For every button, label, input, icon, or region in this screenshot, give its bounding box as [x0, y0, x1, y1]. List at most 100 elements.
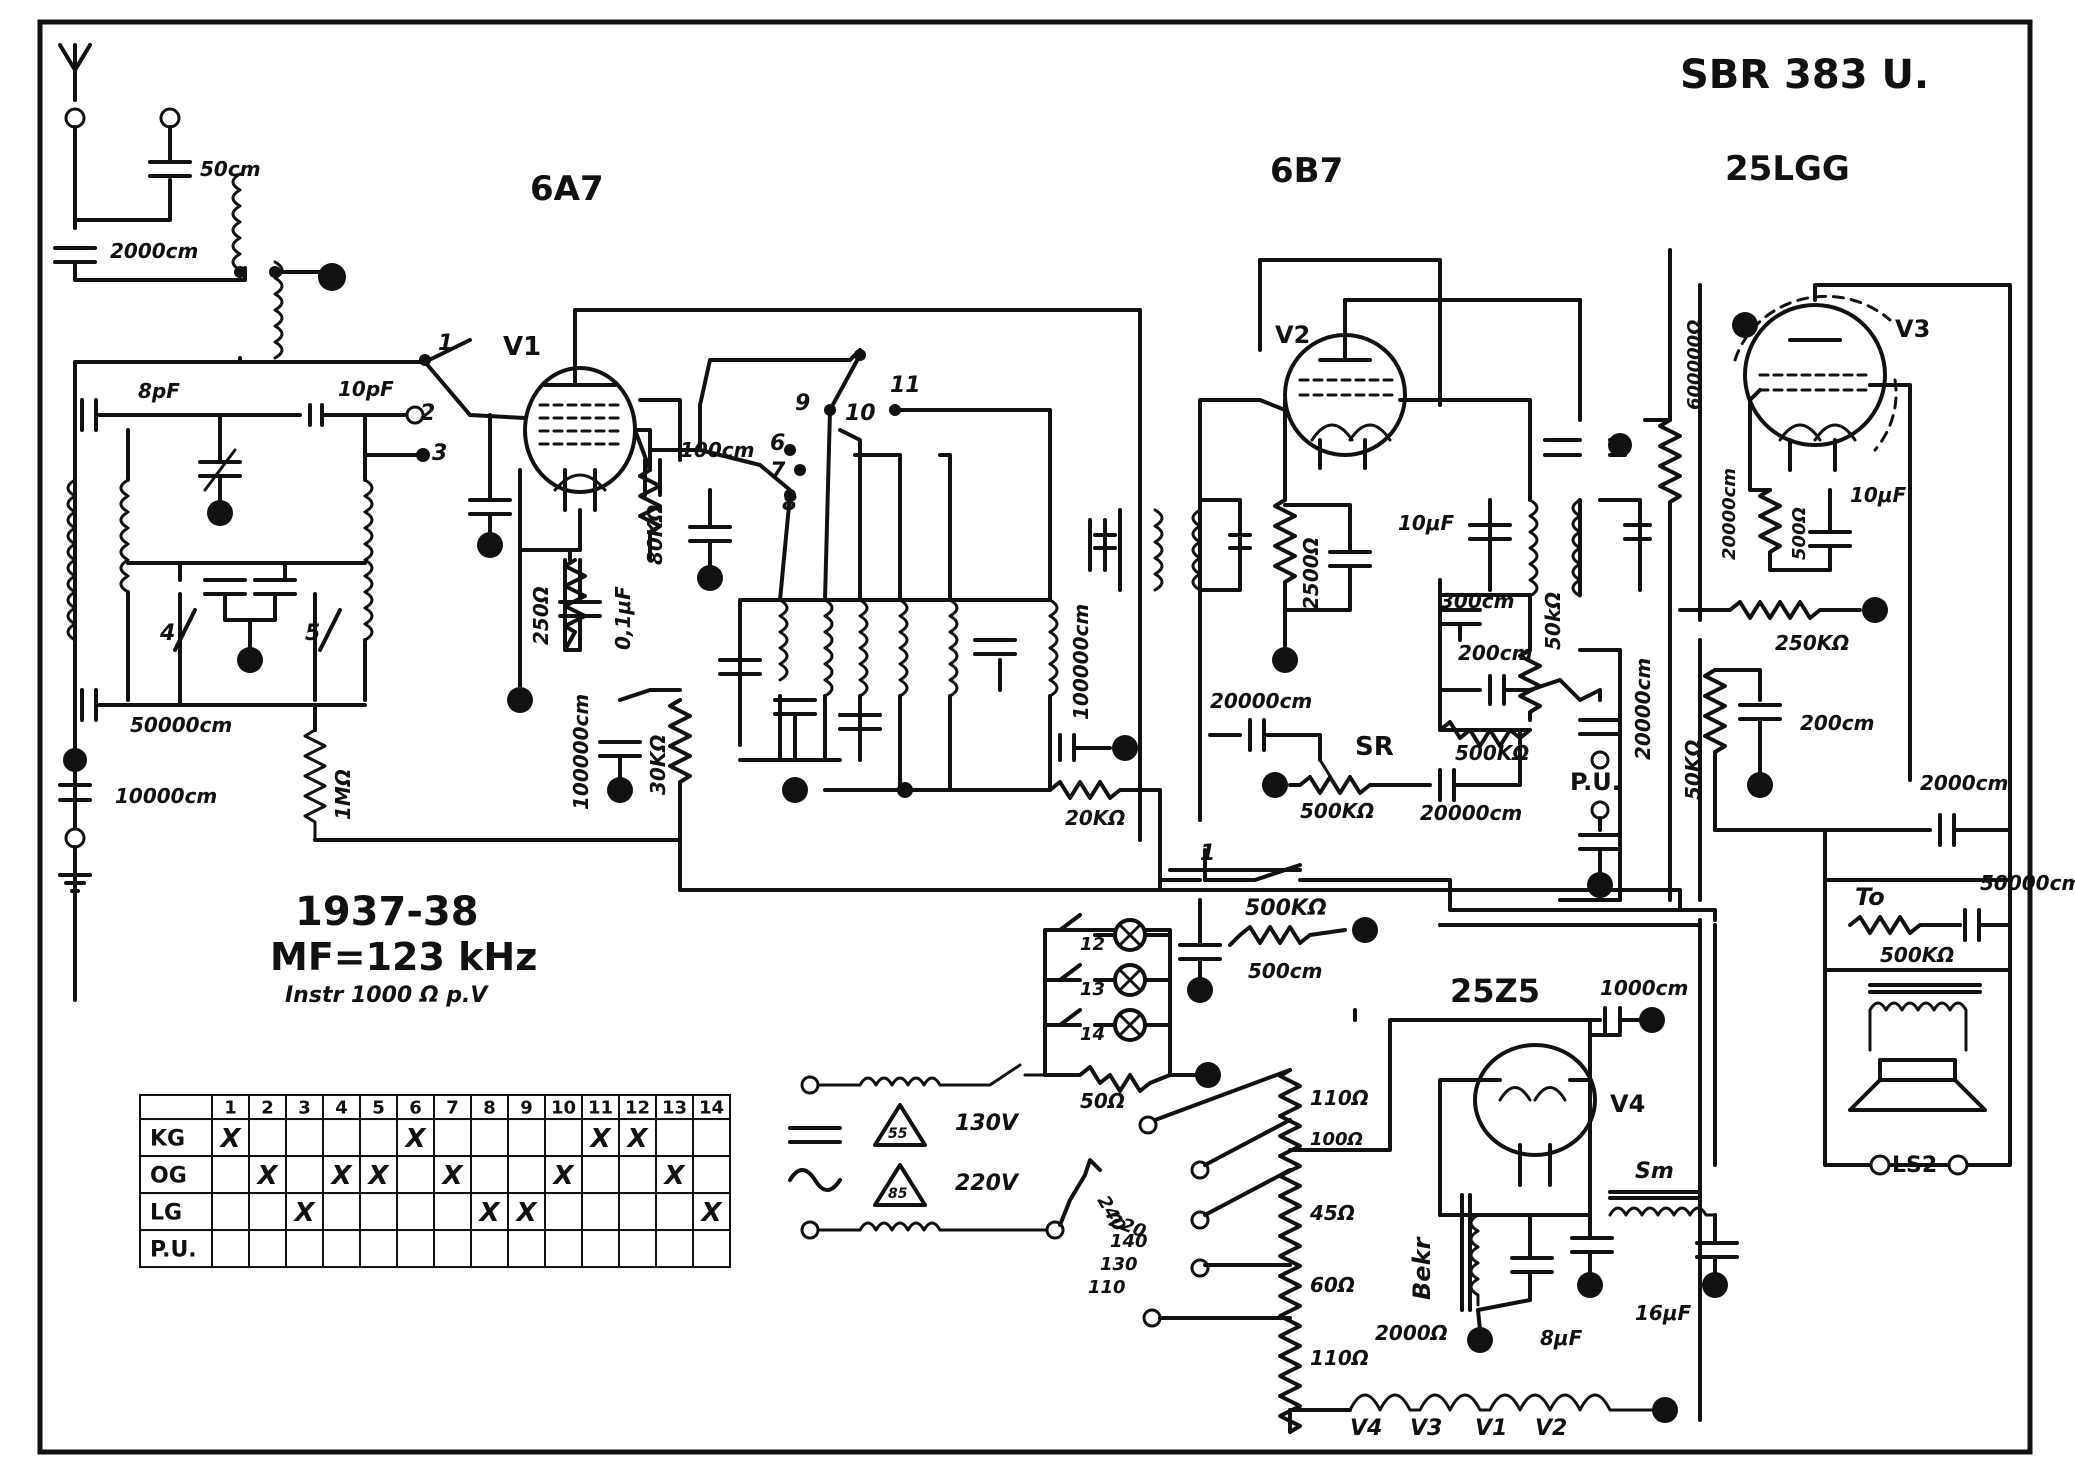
cap-16uf-a [1570, 1213, 1614, 1277]
label-2000cm-b: 2000cm [1920, 771, 2008, 795]
label-50: 50Ω [1080, 1089, 1125, 1113]
v1-tube-section: V1 1 2 3 250Ω 0,1μF 80KΩ 100cm [363, 308, 1142, 713]
table-row-label-2: LG [150, 1201, 182, 1226]
if2-coil-a [1528, 498, 1539, 598]
osc-cap-2 [738, 698, 842, 762]
switch-label-4: 4 [159, 621, 175, 646]
v3-tube-section: 600000Ω 20000cm V3 500Ω 10μF 250KΩ 200cm… [1543, 248, 2075, 1178]
antenna-icon [58, 43, 92, 102]
tube-type-v3: 25LGG [1725, 149, 1850, 189]
cap-10pf [94, 403, 412, 427]
power-section: 1 500KΩ 500cm 12 13 14 50Ω 55 85 130V 22… [678, 823, 1739, 1441]
switch-label-11: 11 [890, 373, 921, 398]
table-cell [692, 1118, 731, 1158]
switch-label-3: 3 [432, 441, 447, 466]
pilot-lamp-icon-3 [1113, 1008, 1147, 1042]
pot-tone [1848, 908, 2012, 942]
table-header-10: 10 [551, 1098, 576, 1119]
table-header-9: 9 [520, 1098, 533, 1119]
label-01uf: 0,1μF [611, 586, 635, 650]
table-mark: X [662, 1161, 686, 1191]
switch-label-6: 6 [770, 431, 785, 456]
if1-caps [1093, 533, 1252, 550]
table-mark: X [403, 1124, 427, 1154]
tap-130: 130 [1100, 1254, 1138, 1275]
osc-coil-1 [778, 598, 789, 682]
cap-v1-grid [468, 498, 512, 537]
pot-sr [1288, 775, 1392, 795]
table-cell [581, 1155, 620, 1195]
mf-text: MF=123 kHz [270, 935, 537, 979]
resistor-50 [1043, 1065, 1197, 1093]
label-50000cm-b: 50000cm [1980, 871, 2075, 895]
table-cell [322, 1229, 361, 1269]
table-cell [507, 1155, 546, 1195]
table-mark: X [218, 1124, 242, 1154]
label-500k-c: 500KΩ [1880, 943, 1954, 967]
switch-label-5: 5 [305, 621, 320, 646]
table-mark: X [514, 1198, 538, 1228]
tap-110: 110 [1088, 1277, 1126, 1298]
table-cell [544, 1118, 583, 1158]
label-to: To [1855, 883, 1885, 911]
pilot-lamp-icon-2 [1113, 963, 1147, 997]
label-300cm: 300cm [1440, 589, 1514, 613]
resistor-50k-b [1703, 668, 1727, 832]
switch-label-main: 1 [1200, 841, 1215, 866]
label-130v: 130V [955, 1111, 1020, 1136]
ground-icon [58, 845, 92, 893]
table-mark: X [292, 1198, 316, 1228]
label-10pf: 10pF [338, 377, 394, 401]
table-cell [359, 1229, 398, 1269]
label-50k-a: 50kΩ [1541, 592, 1565, 650]
table-header-5: 5 [372, 1098, 385, 1119]
v2-tube-section: V2 2500Ω 10μF 300cm 50kΩ 200cm 500KΩ P.U… [1198, 258, 1655, 902]
frame-border [37, 19, 2033, 1455]
cap-300cm [1438, 608, 1482, 642]
label-200cm-b: 200cm [1800, 711, 1874, 735]
table-cell [248, 1192, 287, 1232]
table-row-label-0: KG [150, 1127, 185, 1152]
tube-type-v2: 6B7 [1270, 151, 1343, 191]
switch-label-9: 9 [795, 391, 810, 416]
v2-label: V2 [1275, 321, 1310, 349]
label-16uf: 16μF [1635, 1301, 1692, 1325]
label-100000cm-a: 100000cm [569, 694, 593, 810]
resistor-600k [1658, 418, 1682, 562]
antenna-terminal-2 [159, 107, 181, 129]
label-220v: 220V [955, 1171, 1020, 1196]
resistor-250k [1718, 600, 1862, 620]
table-cell [655, 1118, 694, 1158]
label-500k-b: 500KΩ [1455, 741, 1529, 765]
table-cell [581, 1229, 620, 1269]
label-250k: 250KΩ [1775, 631, 1849, 655]
table-cell [211, 1192, 250, 1232]
switch-label-13: 13 [1080, 979, 1105, 1000]
resistor-1m [303, 728, 327, 842]
table-mark: X [366, 1161, 390, 1191]
label-20000cm-b: 20000cm [1420, 801, 1522, 825]
osc-cap-4 [973, 638, 1017, 692]
table-cell [248, 1118, 287, 1158]
label-500cm: 500cm [1248, 959, 1322, 983]
label-500k-d: 500KΩ [1245, 896, 1327, 921]
if1-coil-b [1191, 508, 1202, 592]
label-10uf-a: 10μF [1398, 511, 1455, 535]
table-cell [507, 1118, 546, 1158]
mains-choke-1 [816, 1063, 1047, 1087]
table-cell [692, 1229, 731, 1269]
table-cell [581, 1192, 620, 1232]
table-cell [211, 1229, 250, 1269]
resistor-2500 [1273, 498, 1297, 612]
input-coil-3 [363, 478, 374, 642]
label-sr: SR [1355, 732, 1394, 762]
input-coil-2 [119, 478, 130, 594]
table-cell [655, 1155, 694, 1195]
oscillator-section: 6 7 8 9 10 11 100000cm 20KΩ 30KΩ 100000c… [569, 349, 1162, 892]
table-row-label-1: OG [150, 1164, 187, 1189]
label-60: 60Ω [1310, 1273, 1355, 1297]
input-coil-1 [66, 478, 77, 642]
table-header-1: 1 [224, 1098, 237, 1119]
label-100000cm-b: 100000cm [1069, 604, 1093, 720]
